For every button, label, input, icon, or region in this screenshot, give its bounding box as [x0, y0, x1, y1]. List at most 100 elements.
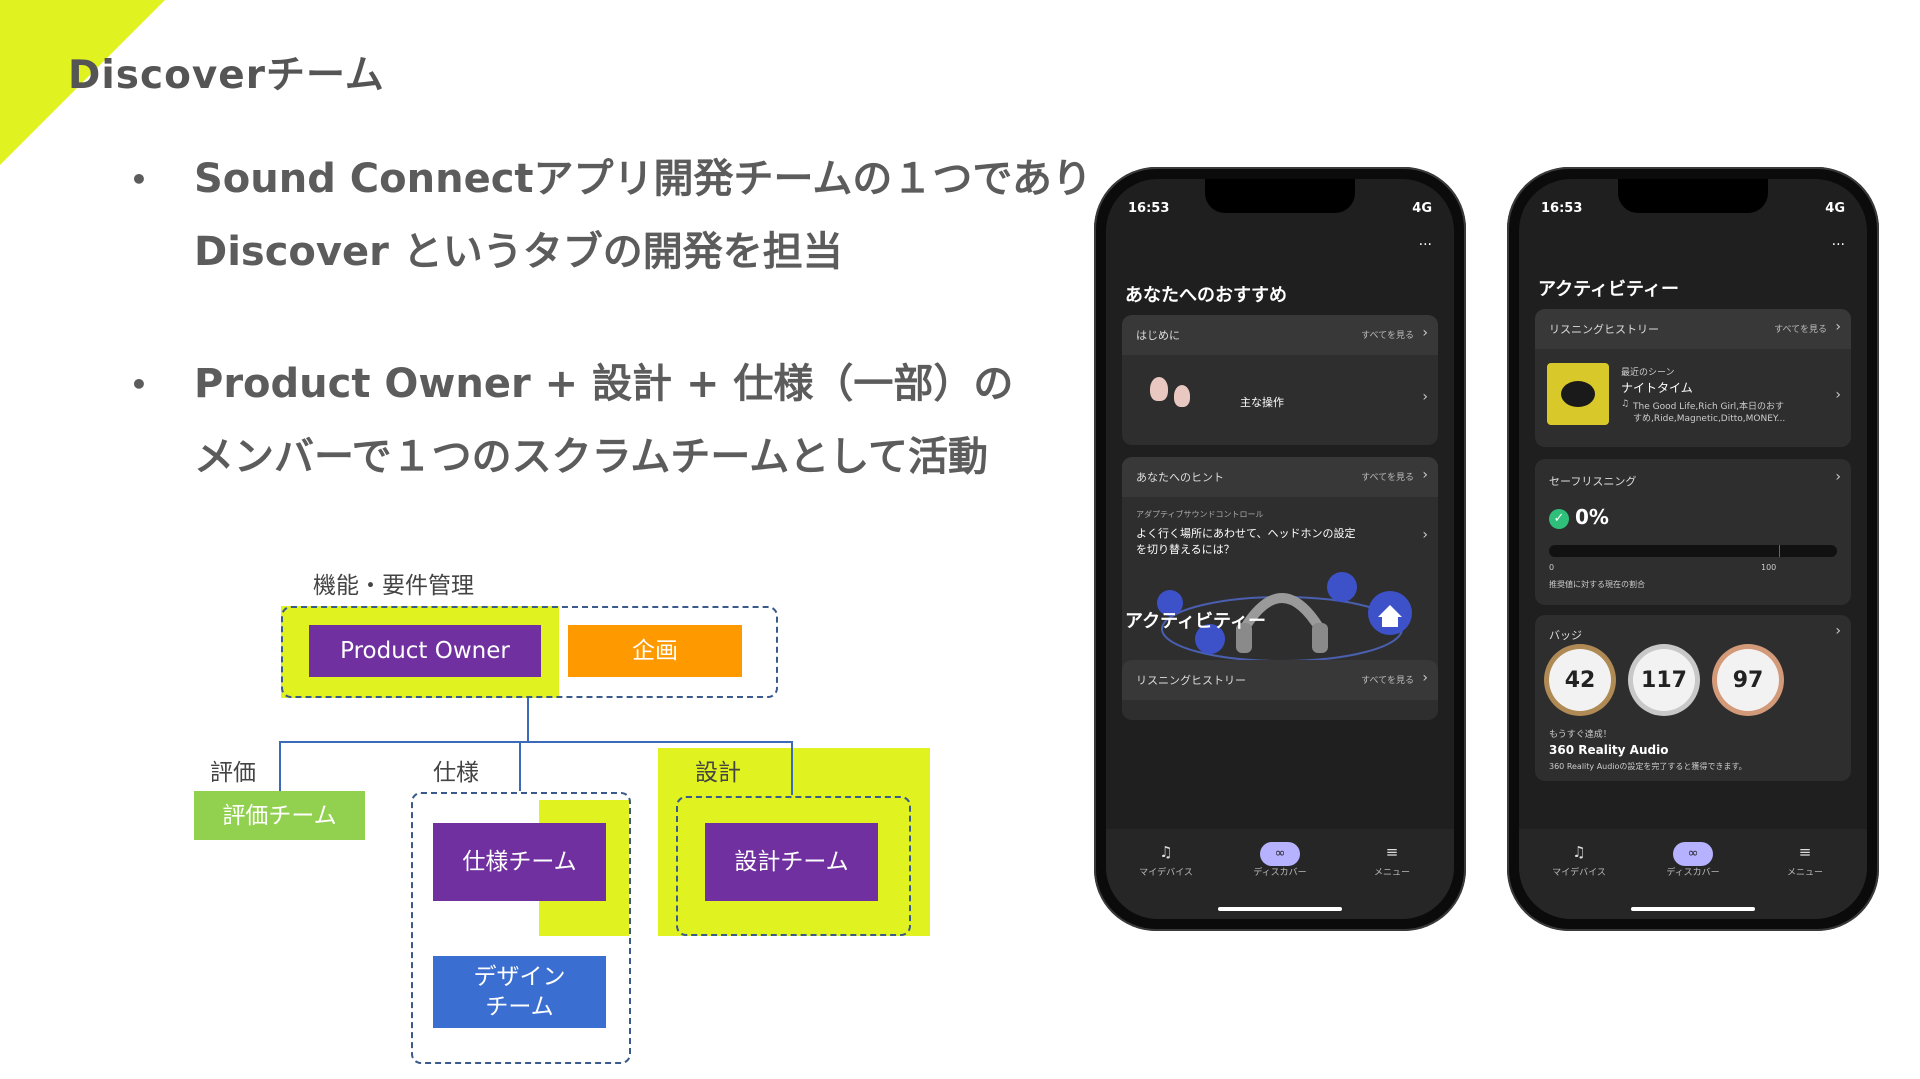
- more-icon[interactable]: ···: [1831, 237, 1845, 253]
- chevron-right-icon: ›: [1422, 389, 1428, 405]
- chevron-right-icon: ›: [1422, 527, 1428, 543]
- status-time: 16:53: [1128, 201, 1170, 216]
- status-network: 4G: [1412, 201, 1432, 216]
- corner-accent: [0, 0, 165, 165]
- status-network: 4G: [1825, 201, 1845, 216]
- connector-horizontal: [279, 741, 793, 743]
- ui-design-team-line-1: デザイン: [473, 964, 566, 990]
- see-all-link[interactable]: すべてを見る: [1361, 676, 1414, 686]
- binoculars-icon: ∞: [1260, 842, 1300, 866]
- badge-medal-2[interactable]: 117: [1633, 649, 1695, 711]
- card-header: リスニングヒストリー すべてを見る ›: [1535, 309, 1851, 349]
- scene-artwork: [1547, 363, 1609, 425]
- tab-label: ディスカバー: [1666, 868, 1720, 878]
- safe-listening-title: セーフリスニング: [1549, 475, 1637, 488]
- scale-min: 0: [1549, 563, 1555, 572]
- design-group: [676, 796, 911, 936]
- see-all-link[interactable]: すべてを見る: [1361, 331, 1414, 341]
- notch: [1205, 179, 1355, 213]
- card-header: はじめに すべてを見る ›: [1122, 315, 1438, 355]
- card-title: はじめに: [1136, 329, 1180, 342]
- chevron-right-icon: ›: [1835, 623, 1841, 639]
- listening-history-card[interactable]: リスニングヒストリー すべてを見る › 最近のシーン ナイトタイム ♫ The …: [1535, 309, 1851, 447]
- home-indicator[interactable]: [1218, 907, 1342, 911]
- tab-label: メニュー: [1786, 868, 1823, 878]
- label-function-management: 機能・要件管理: [313, 573, 474, 599]
- song-list-line-1: The Good Life,Rich Girl,本日のおす: [1633, 402, 1785, 412]
- music-note-icon: ♫: [1621, 399, 1630, 409]
- scene-artwork-shape: [1561, 381, 1595, 407]
- see-all-link[interactable]: すべてを見る: [1361, 473, 1414, 483]
- label-design: 設計: [695, 760, 741, 786]
- tab-my-device[interactable]: ♫ マイデバイス: [1116, 839, 1216, 878]
- song-list-line-2: すめ,Ride,Magnetic,Ditto,MONEY...: [1633, 414, 1786, 424]
- label-eval: 評価: [210, 760, 256, 786]
- see-all-link[interactable]: すべてを見る: [1774, 325, 1827, 335]
- recommend-heading: あなたへのおすすめ: [1125, 285, 1287, 306]
- spec-group: [411, 792, 631, 1064]
- safe-listening-marker: [1779, 545, 1781, 557]
- card-title: あなたへのヒント: [1136, 471, 1224, 484]
- tab-menu[interactable]: ≡ メニュー: [1755, 839, 1855, 878]
- phone-1-screen: 16:53 4G ··· あなたへのおすすめ はじめに すべてを見る › 主な操…: [1106, 179, 1454, 919]
- tab-discover[interactable]: ∞ ディスカバー: [1230, 839, 1330, 878]
- product-owner-box: Product Owner: [309, 625, 541, 677]
- tips-card[interactable]: あなたへのヒント すべてを見る › アダプティブサウンドコントロール よく行く場…: [1122, 457, 1438, 681]
- card-header: リスニングヒストリー すべてを見る ›: [1122, 660, 1438, 700]
- earbud-icon: [1150, 377, 1168, 401]
- bullet-dot: •: [130, 163, 148, 196]
- phone-discover: 16:53 4G ··· あなたへのおすすめ はじめに すべてを見る › 主な操…: [1094, 167, 1466, 931]
- status-time: 16:53: [1541, 201, 1583, 216]
- badge-medal-3[interactable]: 97: [1717, 649, 1779, 711]
- safe-listening-caption: 推奨値に対する現在の割合: [1549, 580, 1645, 589]
- safe-listening-value: 0%: [1575, 505, 1609, 529]
- bullet-2-line-2: メンバーで１つのスクラムチームとして活動: [194, 434, 988, 480]
- spec-team-box: 仕様チーム: [433, 823, 606, 901]
- chevron-right-icon: ›: [1835, 319, 1841, 335]
- badge-card[interactable]: バッジ › 42 117 97 もうすぐ達成！ 360 Reality Audi…: [1535, 615, 1851, 781]
- tip-text-line-2: を切り替えるには？: [1136, 543, 1235, 556]
- safe-listening-bar: [1549, 545, 1837, 557]
- tab-bar: ♫ マイデバイス ∞ ディスカバー ≡ メニュー: [1519, 829, 1867, 919]
- connector-vertical: [527, 698, 529, 742]
- tip-subtitle: アダプティブサウンドコントロール: [1136, 510, 1264, 519]
- ui-design-team-line-2: チーム: [485, 994, 554, 1020]
- main-operations: 主な操作: [1240, 396, 1284, 409]
- slide-title: Discoverチーム: [68, 53, 385, 98]
- getting-started-card[interactable]: はじめに すべてを見る › 主な操作 ›: [1122, 315, 1438, 445]
- safe-listening-card[interactable]: セーフリスニング › ✓ 0% 0 100 推奨値に対する現在の割合: [1535, 459, 1851, 605]
- headphones-icon: ♫: [1572, 843, 1586, 861]
- connector-eval: [279, 741, 281, 791]
- headphones-icon: ♫: [1159, 843, 1173, 861]
- scale-mid: 100: [1761, 563, 1777, 572]
- eval-team-box: 評価チーム: [194, 791, 365, 840]
- tab-my-device[interactable]: ♫ マイデバイス: [1529, 839, 1629, 878]
- binoculars-icon: ∞: [1673, 842, 1713, 866]
- recent-scene-label: 最近のシーン: [1621, 368, 1675, 378]
- phone-2-screen: 16:53 4G ··· アクティビティー リスニングヒストリー すべてを見る …: [1519, 179, 1867, 919]
- bullet-1-line-1: Sound Connectアプリ開発チームの１つであり: [194, 156, 1092, 202]
- home-indicator[interactable]: [1631, 907, 1755, 911]
- connector-spec: [519, 741, 521, 791]
- tab-label: マイデバイス: [1139, 868, 1193, 878]
- design-team-box: 設計チーム: [705, 823, 878, 901]
- bullet-dot: •: [130, 368, 148, 401]
- connector-design: [791, 741, 793, 795]
- tip-text-line-1: よく行く場所にあわせて、ヘッドホンの設定: [1136, 527, 1356, 540]
- check-icon: ✓: [1549, 509, 1569, 529]
- chevron-right-icon: ›: [1835, 469, 1841, 485]
- tab-menu[interactable]: ≡ メニュー: [1342, 839, 1442, 878]
- more-icon[interactable]: ···: [1418, 237, 1432, 253]
- tab-bar: ♫ マイデバイス ∞ ディスカバー ≡ メニュー: [1106, 829, 1454, 919]
- listening-history-card[interactable]: リスニングヒストリー すべてを見る ›: [1122, 660, 1438, 720]
- badge-soon: もうすぐ達成！: [1549, 730, 1612, 740]
- badge-name: 360 Reality Audio: [1549, 743, 1669, 757]
- tab-discover[interactable]: ∞ ディスカバー: [1643, 839, 1743, 878]
- ui-design-team-box: デザイン チーム: [433, 956, 606, 1028]
- tab-label: メニュー: [1373, 868, 1410, 878]
- adaptive-sound-illustration: [1157, 572, 1412, 662]
- card-header: あなたへのヒント すべてを見る ›: [1122, 457, 1438, 497]
- activity-heading: アクティビティー: [1125, 611, 1266, 632]
- scene-name: ナイトタイム: [1621, 381, 1693, 395]
- badge-medal-1[interactable]: 42: [1549, 649, 1611, 711]
